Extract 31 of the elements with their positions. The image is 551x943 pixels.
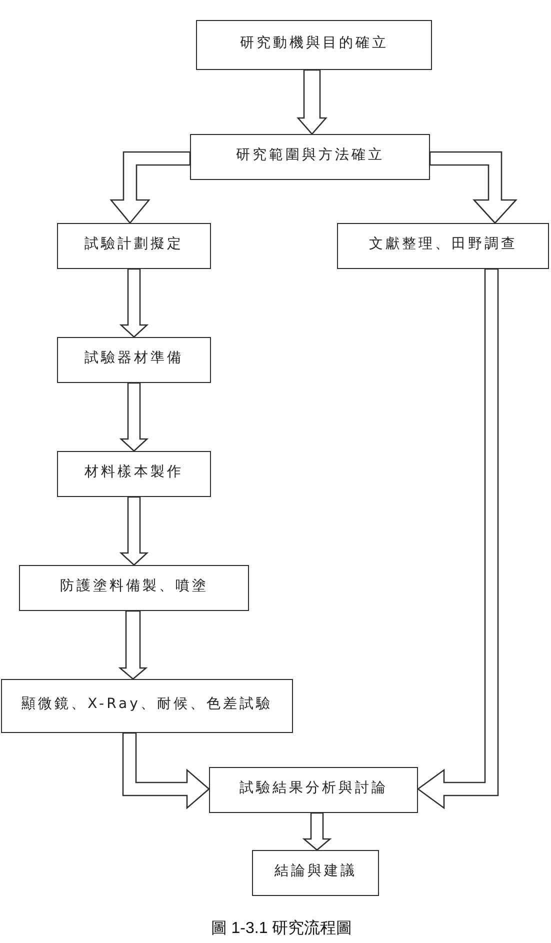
step-label: 試驗結果分析與討論 — [239, 780, 388, 797]
step-label: 試驗器材準備 — [84, 350, 184, 367]
block-arrow — [110, 151, 191, 224]
process-box — [190, 134, 430, 180]
step-label: 材料樣本製作 — [84, 464, 184, 481]
process-box — [1, 679, 293, 733]
process-box — [252, 850, 379, 896]
process-box — [196, 20, 432, 70]
block-arrow — [416, 268, 499, 810]
block-arrow — [119, 496, 149, 566]
step-label: 文獻整理、田野調查 — [368, 236, 518, 253]
step-label: 研究範圍與方法確立 — [236, 147, 384, 164]
block-arrow — [302, 812, 332, 851]
process-box — [337, 223, 549, 269]
process-box — [209, 767, 418, 813]
step-label: 試驗計劃擬定 — [84, 236, 184, 253]
process-box — [57, 451, 211, 497]
block-arrow — [296, 69, 328, 135]
figure-caption: 圖 1-3.1 研究流程圖 — [210, 918, 352, 939]
step-label: 顯微鏡、X-Ray、耐候、色差試驗 — [22, 696, 272, 713]
block-arrow — [122, 732, 210, 810]
step-label: 研究動機與目的確立 — [240, 35, 388, 52]
process-box — [57, 337, 211, 383]
block-arrow — [119, 382, 149, 452]
process-box — [57, 223, 211, 269]
block-arrow — [429, 151, 518, 224]
step-label: 結論與建議 — [274, 863, 357, 880]
step-label: 防護塗料備製、噴塗 — [60, 578, 208, 595]
block-arrow — [118, 610, 148, 680]
block-arrow — [119, 268, 149, 338]
process-box — [19, 565, 249, 611]
